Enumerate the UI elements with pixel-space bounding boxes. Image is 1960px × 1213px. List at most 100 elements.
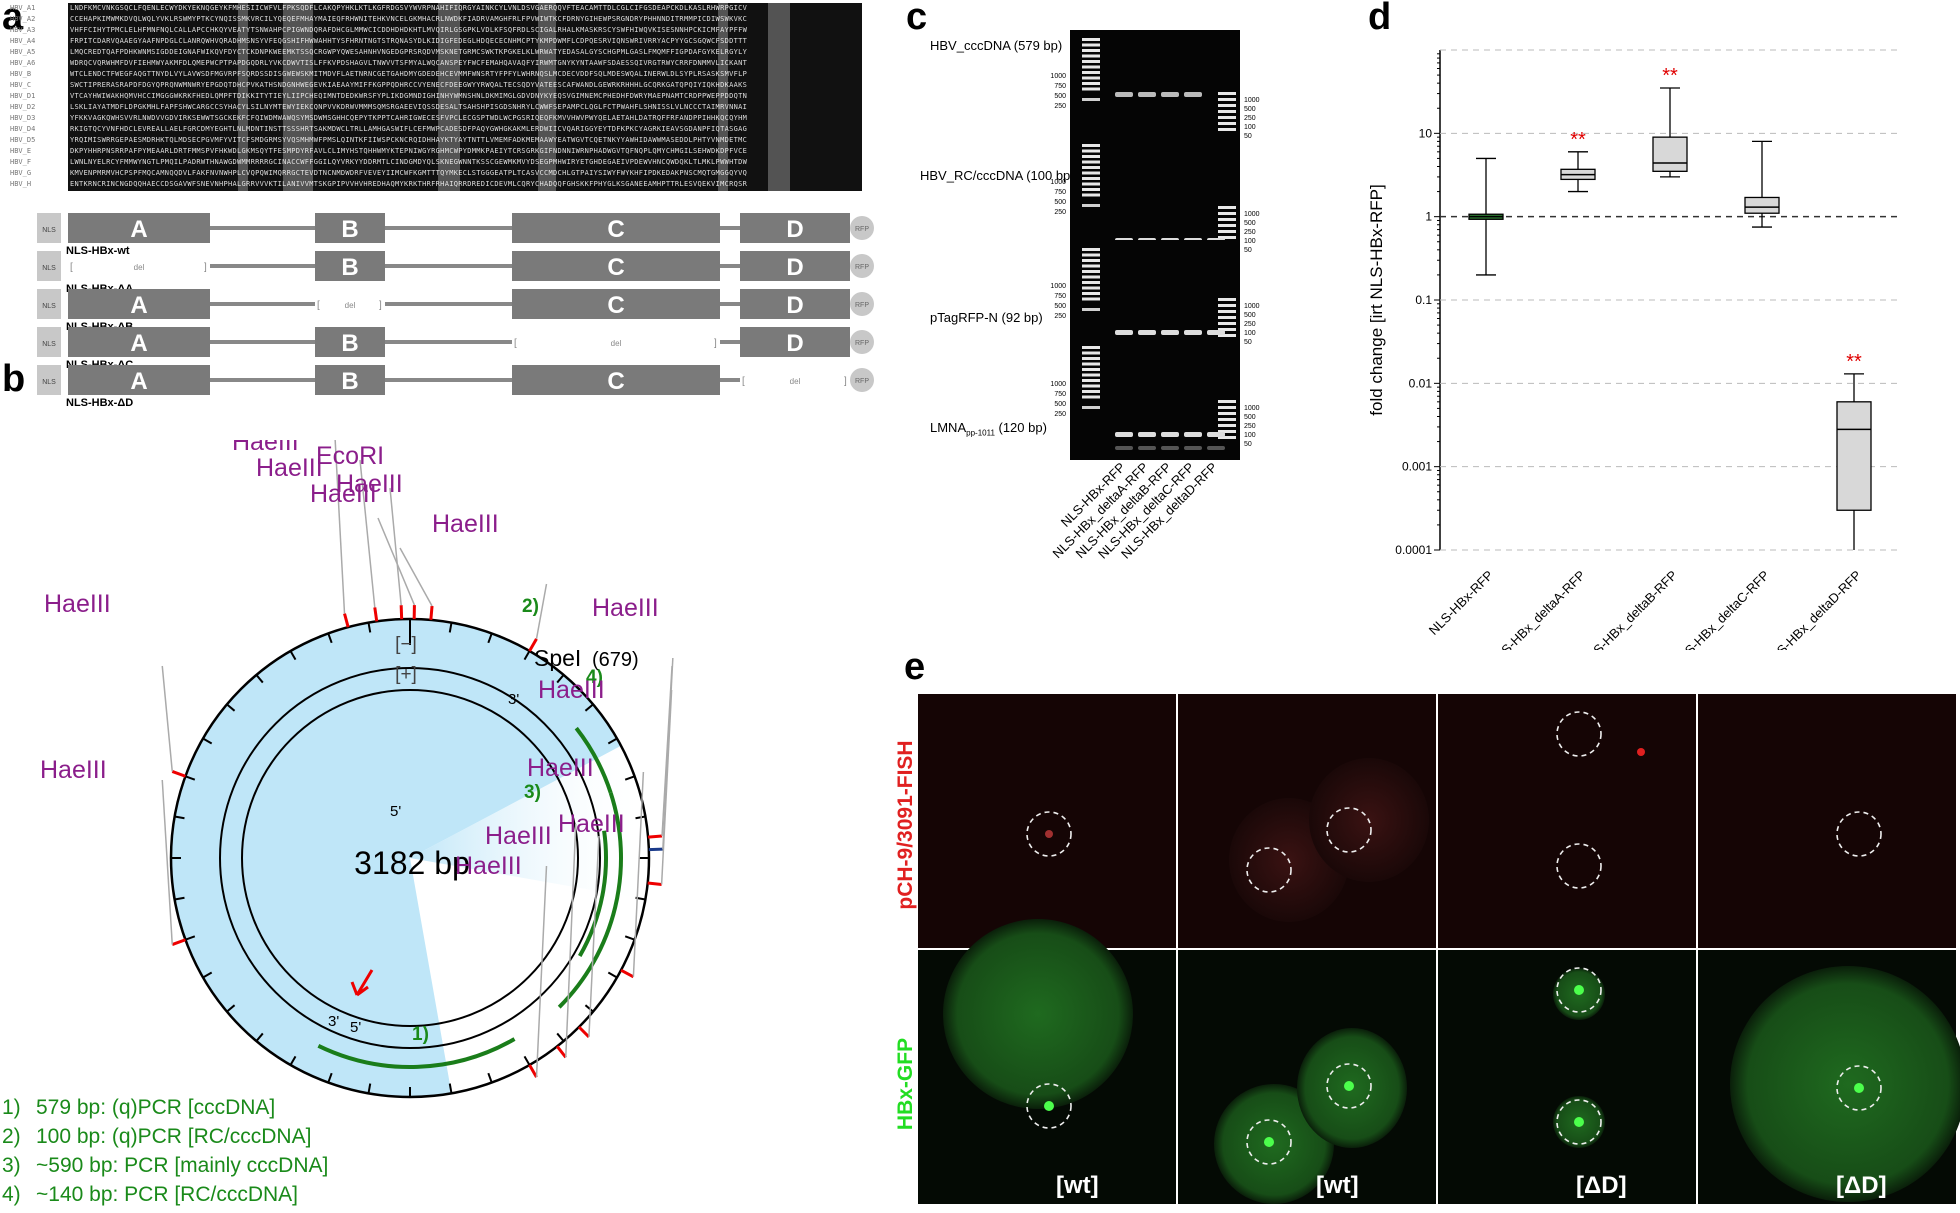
x-tick-label: NLS-HBx_deltaC-RFP <box>1670 568 1772 650</box>
sequence-row: LMQCREDTQAFPDHKWNMSIGDDEIGNAFWIKQVFDYCTC… <box>70 47 747 58</box>
box <box>1745 197 1779 213</box>
ladder-band <box>1082 308 1100 311</box>
sample-band <box>1207 432 1225 437</box>
del-bracket: ] <box>379 300 382 311</box>
micrograph <box>918 694 1176 948</box>
legend-row: 2)100 bp: (q)PCR [RC/cccDNA] <box>2 1122 422 1151</box>
domain-label: A <box>130 368 147 395</box>
y-tick-label: 0.001 <box>1402 460 1432 474</box>
gfp-focus <box>1574 1117 1584 1127</box>
conservation-highlight <box>283 3 313 191</box>
sequence-name: HBV_H <box>10 179 31 190</box>
sample-band <box>1138 92 1156 97</box>
ladder-band <box>1082 194 1100 197</box>
sequence-row: WDRQCVQRWHMFDVFIEHMWYAKMFDLQMEPWCPTPAPDG… <box>70 58 747 69</box>
ladder-label: 500 <box>1244 106 1256 113</box>
ladder-band <box>1218 310 1236 313</box>
sample-band <box>1115 330 1133 335</box>
legend-row: 1)579 bp: (q)PCR [cccDNA] <box>2 1093 422 1122</box>
ladder-band <box>1082 379 1100 382</box>
ladder-band <box>1082 88 1100 91</box>
sample-band <box>1207 330 1225 335</box>
col-label-wt-1: [wt] <box>1056 1172 1099 1200</box>
gel-panel: HBV_cccDNA (579 bp) HBV_RC/cccDNA (100 b… <box>920 28 1340 668</box>
ladder-band <box>1218 316 1236 319</box>
ladder-band <box>1218 224 1236 227</box>
sequence-row: DKPYHHRPNSRRPAFPYMEAARLDRTFMMSPVFHKWDLGK… <box>70 146 747 157</box>
ladder-label: 1000 <box>1050 381 1066 388</box>
scale-tick <box>488 1073 491 1082</box>
domain-label: D <box>786 254 803 281</box>
legend-row: 4)~140 bp: PCR [RC/cccDNA] <box>2 1180 422 1209</box>
ladder-label: 750 <box>1054 293 1066 300</box>
ladder-label: 250 <box>1244 321 1256 328</box>
ladder-label: 500 <box>1054 199 1066 206</box>
strand-minus-label: [−] <box>395 634 417 655</box>
haeiii-site-marker <box>648 836 662 837</box>
sequence-name: HBV_A5 <box>10 47 35 58</box>
sequence-row: VTCAYHWIWAKHQMVHCCIMGGGWKRKFHEDLQMPFTDIK… <box>70 91 747 102</box>
ladder-label: 250 <box>1054 411 1066 418</box>
primer-dimer <box>1161 446 1179 450</box>
ladder-band <box>1082 357 1100 360</box>
ladder-band <box>1082 82 1100 85</box>
sequence-name: HBV_A4 <box>10 36 35 47</box>
ladder-band <box>1082 77 1100 80</box>
spei-label: SpeI <box>534 645 581 671</box>
ladder-band <box>1218 122 1236 125</box>
ladder-label: 250 <box>1054 313 1066 320</box>
sample-band <box>1184 330 1202 335</box>
microscopy-images <box>918 694 1960 1208</box>
del-bracket: [ <box>70 262 73 273</box>
y-tick-label: 0.0001 <box>1395 543 1432 557</box>
ladder-band <box>1082 204 1100 207</box>
sequence-name: HBV_D3 <box>10 113 35 124</box>
del-bracket: ] <box>844 376 847 387</box>
domain-label: A <box>130 216 147 243</box>
ladder-band <box>1218 406 1236 409</box>
ladder-band <box>1218 218 1236 221</box>
ladder-band <box>1082 49 1100 52</box>
three-prime-label: 3' <box>328 1013 339 1030</box>
ladder-band <box>1218 230 1236 233</box>
haeiii-label: HaeIII <box>256 454 323 482</box>
domain-label: B <box>341 216 358 243</box>
ladder-band <box>1218 206 1236 209</box>
sequence-name: HBV_A6 <box>10 58 35 69</box>
significance-marker: ** <box>1570 129 1586 151</box>
conservation-highlight <box>768 3 790 191</box>
x-tick-label: NLS-HBx_deltaA-RFP <box>1487 568 1589 650</box>
gel-image <box>1070 338 1240 460</box>
row-label-fish: pCH-9/3091-FISH <box>894 700 918 950</box>
gfp-focus <box>1044 1101 1054 1111</box>
ladder-label: 100 <box>1244 432 1256 439</box>
haeiii-site-leader <box>390 488 401 605</box>
y-tick-label: 10 <box>1419 126 1433 140</box>
col-label-dd-1: [ΔD] <box>1576 1172 1627 1200</box>
ladder-label: 500 <box>1054 93 1066 100</box>
domain-label: B <box>341 368 358 395</box>
del-label: del <box>134 263 145 272</box>
ladder-band <box>1082 248 1100 251</box>
sequence-name: HBV_A2 <box>10 14 35 25</box>
sequence-row: KMVENPMRMVHCPSPFMQCAMNQQDVLFAKFNVNWHPLCV… <box>70 168 747 179</box>
ladder-band <box>1082 352 1100 355</box>
haeiii-site-marker <box>431 606 432 620</box>
conservation-highlight <box>238 3 248 191</box>
ladder-band <box>1082 363 1100 366</box>
domain-label: C <box>607 292 624 319</box>
haeiii-label: HaeIII <box>527 754 594 782</box>
haeiii-label: HaeIII <box>44 590 111 618</box>
gfp-focus <box>1574 985 1584 995</box>
del-label: del <box>790 377 801 386</box>
sequence-row: RKIGTQCYVNFHDCLEVREALLAELFGRCDMYEGHTLNLM… <box>70 124 747 135</box>
haeiii-site-leader <box>400 548 432 606</box>
haeiii-site-marker <box>579 1027 589 1037</box>
ladder-band <box>1082 368 1100 371</box>
ladder-band <box>1082 38 1100 41</box>
sequence-name: HBV_G <box>10 168 31 179</box>
nls-label: NLS <box>42 303 56 310</box>
five-prime-label: 5' <box>350 1019 361 1036</box>
y-tick-label: 1 <box>1425 210 1432 224</box>
ladder-label: 250 <box>1054 209 1066 216</box>
